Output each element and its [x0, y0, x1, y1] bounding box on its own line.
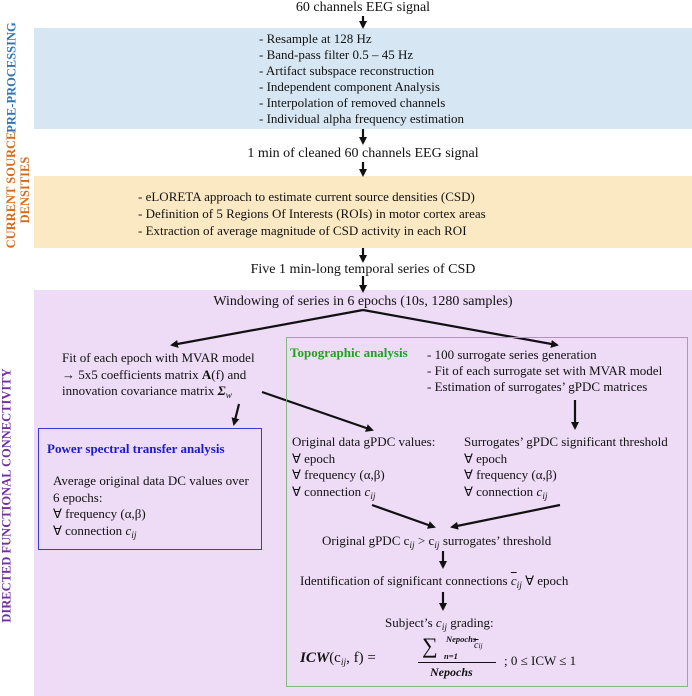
icw-formula: ICW(cij, f) = Nepochs ∑ n=1 cij Nepochs …: [300, 634, 680, 684]
power-spectral-body: Average original data DC values over 6 e…: [53, 473, 249, 544]
original-conn-c: c: [364, 483, 371, 499]
mvar-line3: innovation covariance matrix Σw: [62, 383, 255, 405]
formula-args-sub: ij: [340, 658, 347, 668]
mvar-matrix-symbol: A: [201, 366, 212, 382]
start-label: 60 channels EEG signal: [295, 0, 431, 15]
power-conn-sub: ij: [131, 530, 137, 541]
surrogate-conn-text: ∀ connection: [464, 483, 534, 499]
right-arrow-icon: →: [62, 366, 75, 382]
surrogate-conn-sub: ij: [542, 491, 548, 502]
topographic-title: Topographic analysis: [290, 345, 408, 360]
mvar-line2: → 5x5 coefficients matrix A(f) and: [62, 367, 255, 384]
arrow-window-to-mvar: [170, 308, 364, 348]
pre-step-5: Interpolation of removed channels: [259, 95, 464, 111]
topographic-box: [286, 337, 688, 687]
arrow-mvar-to-power: [231, 403, 241, 426]
surrogate-step-3: Estimation of surrogates’ gPDC matrices: [427, 379, 662, 395]
power-freq: ∀ frequency (α,β): [53, 506, 146, 521]
power-conn-c: c: [125, 522, 132, 538]
pre-step-1: Resample at 128 Hz: [259, 31, 464, 47]
csd-step-3: Extraction of average magnitude of CSD a…: [138, 222, 486, 239]
formula-sum-lower: n=1: [444, 651, 458, 661]
compare-part-c: surrogates’ threshold: [439, 533, 552, 548]
formula-args2: , f) =: [346, 650, 376, 666]
sigma-symbol: Σ: [217, 383, 226, 398]
identify-epoch: ∀ epoch: [521, 573, 569, 588]
sum-icon: ∑: [422, 633, 438, 658]
power-conn: ∀ connection cij: [53, 523, 249, 545]
compare-sub-1: ij: [409, 541, 415, 551]
fraction-bar: [418, 662, 496, 664]
pre-step-2: Band-pass filter 0.5 – 45 Hz: [259, 47, 464, 63]
original-gpdc-block: Original data gPDC values: ∀ epoch ∀ fre…: [292, 434, 435, 505]
pre-step-6: Individual alpha frequency estimation: [259, 111, 464, 127]
compare-sub-2: ij: [434, 541, 440, 551]
formula-numerator-c: cij: [474, 640, 483, 651]
power-spectral-title: Power spectral transfer analysis: [47, 441, 225, 456]
identify-text: Identification of significant connection…: [300, 573, 508, 588]
surrogate-freq: ∀ frequency (α,β): [464, 467, 557, 482]
arrow-mvar-to-original: [261, 390, 374, 432]
mvar-fit-block: Fit of each epoch with MVAR model → 5x5 …: [62, 350, 255, 405]
csd-step-1: eLORETA approach to estimate current sou…: [138, 188, 486, 205]
formula-icw: ICW: [300, 650, 330, 666]
csd-steps: eLORETA approach to estimate current sou…: [138, 188, 486, 239]
identify-sub: ij: [516, 581, 522, 591]
original-conn-sub: ij: [370, 491, 376, 502]
power-spectral-box: Power spectral transfer analysis Average…: [38, 428, 262, 550]
mvar-line3-text: innovation covariance matrix: [62, 383, 215, 398]
grading-part-b: grading:: [446, 615, 494, 630]
surrogate-step-2: Fit of each surrogate set with MVAR mode…: [427, 363, 663, 379]
power-conn-text: ∀ connection: [53, 522, 123, 538]
grading-part-a: Subject’s: [385, 615, 433, 630]
power-line1: Average original data DC values over: [53, 473, 249, 488]
formula-range: ; 0 ≤ ICW ≤ 1: [504, 653, 577, 668]
formula-denominator: Nepochs: [430, 665, 473, 679]
identification-label: Identification of significant connection…: [300, 573, 568, 595]
series-label: Five 1 min-long temporal series of CSD: [250, 262, 476, 277]
arrow-window-to-topo: [362, 308, 559, 348]
arrow-threshold-to-compare: [450, 503, 561, 530]
formula-sum-upper: Nepochs: [446, 634, 477, 644]
surrogate-step-1: 100 surrogate series generation: [427, 347, 662, 363]
grading-label: Subject’s cij grading:: [385, 615, 494, 637]
cleaned-signal-label: 1 min of cleaned 60 channels EEG signal: [247, 146, 479, 161]
original-epoch: ∀ epoch: [292, 450, 336, 466]
windowing-label: Windowing of series in 6 epochs (10s, 12…: [213, 294, 513, 309]
surrogate-epoch: ∀ epoch: [464, 450, 508, 466]
identify-c: c: [510, 573, 517, 588]
grading-sub: ij: [441, 623, 447, 633]
surrogate-threshold-title: Surrogates’ gPDC significant threshold: [464, 434, 668, 449]
formula-numerator-c-letter: c: [474, 640, 479, 651]
compare-part-a: Original gPDC c: [322, 533, 410, 548]
original-conn-text: ∀ connection: [292, 483, 362, 499]
surrogate-conn-c: c: [536, 483, 543, 499]
mvar-line1: Fit of each epoch with MVAR model: [62, 350, 255, 365]
compare-part-b: > c: [414, 533, 435, 548]
pre-step-4: Independent component Analysis: [259, 79, 464, 95]
original-gpdc-title: Original data gPDC values:: [292, 434, 436, 449]
formula-args: (c: [329, 650, 341, 666]
preprocessing-steps: Resample at 128 Hz Band-pass filter 0.5 …: [259, 31, 464, 127]
original-conn: ∀ connection cij: [292, 484, 435, 506]
comparison-label: Original gPDC cij > cij surrogates’ thre…: [322, 533, 551, 555]
mvar-line2-text: 5x5 coefficients matrix: [78, 366, 199, 382]
pre-step-3: Artifact subspace reconstruction: [259, 63, 464, 79]
surrogate-steps: 100 surrogate series generation Fit of e…: [427, 347, 663, 395]
mvar-line2-end: (f) and: [211, 366, 247, 382]
power-line2: 6 epochs:: [53, 489, 103, 505]
sigma-subscript: w: [225, 391, 232, 401]
formula-lhs: ICW(cij, f) =: [300, 650, 376, 668]
arrow-original-to-compare: [371, 503, 436, 529]
formula-fraction: Nepochs ∑ n=1 cij Nepochs: [418, 634, 496, 684]
grading-c: c: [435, 615, 442, 630]
surrogate-conn: ∀ connection cij: [464, 484, 668, 506]
formula-numerator-sub: ij: [478, 641, 483, 650]
original-freq: ∀ frequency (α,β): [292, 467, 385, 482]
surrogate-threshold-block: Surrogates’ gPDC significant threshold ∀…: [464, 434, 668, 505]
csd-step-2: Definition of 5 Regions Of Interests (RO…: [138, 205, 486, 222]
